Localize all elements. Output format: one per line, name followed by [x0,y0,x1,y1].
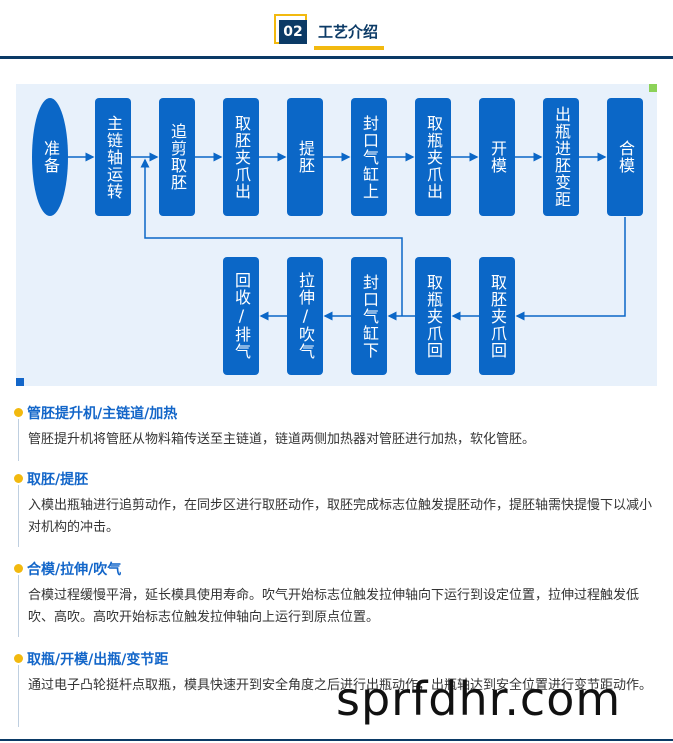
corner-accent-green [649,84,657,92]
node-open-mold: 开模 [479,98,515,216]
topic-title: 合模/拉伸/吹气 [27,562,122,578]
topic-preform-heating: 管胚提升机/主链道/加热 管胚提升机将管胚从物料箱传送至主链道，链道两侧加热器对… [14,403,664,463]
node-main-chain-running: 主链轴运转 [95,98,131,216]
node-bottle-gripper-back: 取瓶夹爪回 [415,257,451,375]
header-divider [0,56,673,59]
bullet-dot-icon [14,408,23,417]
node-seal-cylinder-up: 封口气缸上 [351,98,387,216]
footer-divider [0,739,673,741]
topic-rule [18,575,19,637]
bullet-dot-icon [14,564,23,573]
title-underline [314,46,384,50]
node-preform-gripper-out: 取胚夹爪出 [223,98,259,216]
topic-body: 管胚提升机将管胚从物料箱传送至主链道，链道两侧加热器对管胚进行加热，软化管胚。 [28,432,536,447]
topic-rule [18,665,19,727]
node-preform-gripper-back: 取胚夹爪回 [479,257,515,375]
topic-body: 合模过程缓慢平滑，延长模具使用寿命。吹气开始标志位触发拉伸轴向下运行到设定位置，… [28,588,640,625]
section-title: 工艺介绍 [318,23,379,41]
topic-bottle-open-pitch: 取瓶/开模/出瓶/变节距 通过电子凸轮挺杆点取瓶，模具快速开到安全角度之后进行出… [14,649,664,729]
bullet-dot-icon [14,654,23,663]
topic-rule [18,419,19,461]
topic-title: 取胚/提胚 [27,472,89,488]
section-number: 02 [279,20,307,44]
topic-close-stretch-blow: 合模/拉伸/吹气 合模过程缓慢平滑，延长模具使用寿命。吹气开始标志位触发拉伸轴向… [14,559,664,639]
topic-take-lift-preform: 取胚/提胚 入模出瓶轴进行追剪动作，在同步区进行取胚动作，取胚完成标志位触发提胚… [14,469,664,549]
topic-title: 取瓶/开模/出瓶/变节距 [27,652,169,668]
node-trim-take-preform: 追剪取胚 [159,98,195,216]
corner-accent-blue [16,378,24,386]
topic-rule [18,485,19,547]
node-pitch-change: 出瓶进胚变距 [543,98,579,216]
node-seal-cylinder-down: 封口气缸下 [351,257,387,375]
node-bottle-gripper-out: 取瓶夹爪出 [415,98,451,216]
topic-title: 管胚提升机/主链道/加热 [27,406,178,422]
node-prepare: 准备 [32,98,68,216]
node-stretch-blow: 拉伸/吹气 [287,257,323,375]
node-lift-preform: 提胚 [287,98,323,216]
topic-body: 通过电子凸轮挺杆点取瓶，模具快速开到安全角度之后进行出瓶动作，出瓶轴达到安全位置… [28,678,653,693]
watermark-text: sprfdhr.com [336,672,622,726]
topic-body: 入模出瓶轴进行追剪动作，在同步区进行取胚动作，取胚完成标志位触发提胚动作，提胚轴… [28,498,653,535]
node-recover-exhaust: 回收/排气 [223,257,259,375]
node-close-mold: 合模 [607,98,643,216]
bullet-dot-icon [14,474,23,483]
